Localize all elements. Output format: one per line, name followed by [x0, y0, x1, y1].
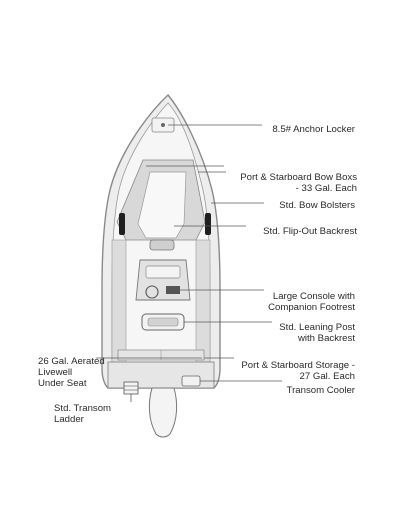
bow-bolster-port: [119, 213, 125, 235]
label-anchor-locker: 8.5# Anchor Locker: [272, 124, 355, 135]
label-flip-out-backrest: Std. Flip-Out Backrest: [263, 226, 357, 237]
label-livewell: 26 Gal. Aerated Livewell Under Seat: [38, 356, 105, 389]
label-console: Large Console with Companion Footrest: [268, 291, 355, 313]
outboard-motor: [148, 387, 178, 438]
label-bow-bolsters: Std. Bow Bolsters: [279, 200, 355, 211]
bow-walkway: [137, 171, 187, 239]
transom-cooler: [181, 375, 201, 387]
flip-out-backrest: [149, 239, 175, 251]
label-storage: Port & Starboard Storage - 27 Gal. Each: [241, 360, 355, 382]
label-transom-ladder: Std. Transom Ladder: [54, 403, 112, 425]
bow-bolster-starboard: [205, 213, 211, 235]
label-transom-cooler: Transom Cooler: [286, 385, 355, 396]
label-leaning-post: Std. Leaning Post with Backrest: [279, 322, 355, 344]
leader-lines: [96, 124, 282, 402]
label-bow-boxes: Port & Starboard Bow Boxs - 33 Gal. Each: [240, 172, 357, 194]
steering-wheel: [145, 285, 159, 299]
